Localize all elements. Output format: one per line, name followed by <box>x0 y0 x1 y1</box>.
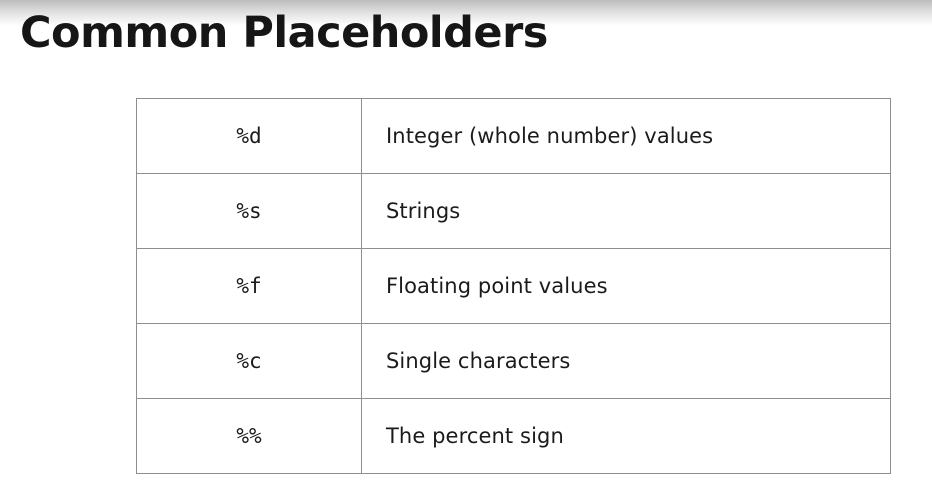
table-row: %d Integer (whole number) values <box>136 98 891 174</box>
placeholder-description: Floating point values <box>361 248 891 324</box>
placeholder-description: Single characters <box>361 323 891 399</box>
page-title: Common Placeholders <box>20 8 548 58</box>
table-row: %s Strings <box>136 173 891 249</box>
placeholder-code: %c <box>136 323 362 399</box>
top-shade <box>0 0 932 26</box>
placeholder-description: Integer (whole number) values <box>361 98 891 174</box>
placeholder-code: %d <box>136 98 362 174</box>
placeholders-table: %d Integer (whole number) values %s Stri… <box>136 98 891 474</box>
placeholder-description: The percent sign <box>361 398 891 474</box>
placeholder-code: %% <box>136 398 362 474</box>
placeholder-code: %s <box>136 173 362 249</box>
table-row: %c Single characters <box>136 323 891 399</box>
table-row: %% The percent sign <box>136 398 891 474</box>
table-row: %f Floating point values <box>136 248 891 324</box>
placeholder-code: %f <box>136 248 362 324</box>
placeholder-description: Strings <box>361 173 891 249</box>
